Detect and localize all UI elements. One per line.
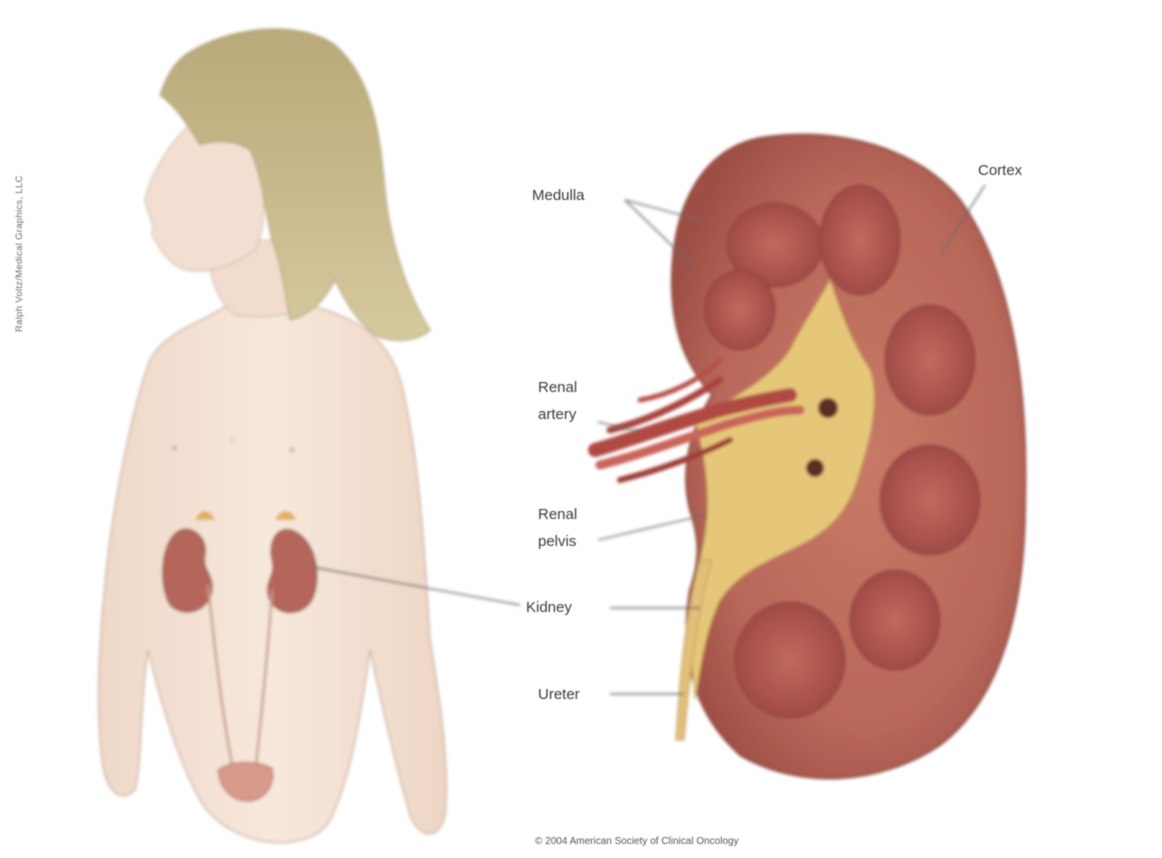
kidney-cross-section <box>595 135 1025 779</box>
label-ureter: Ureter <box>538 685 580 704</box>
label-renal-artery-line1: Renal <box>538 378 577 397</box>
label-renal-pelvis-line2: pelvis <box>538 532 576 551</box>
side-credit: Ralph Voltz/Medical Graphics, LLC <box>14 12 30 332</box>
chest-mark-center <box>230 438 234 442</box>
label-renal-pelvis-line1: Renal <box>538 505 577 524</box>
label-renal-artery-line2: artery <box>538 405 576 424</box>
calyx-1 <box>818 398 838 418</box>
label-kidney: Kidney <box>526 598 572 617</box>
leader-renal-pelvis <box>598 515 705 540</box>
child-figure <box>99 29 447 843</box>
chest-mark-left <box>172 445 178 451</box>
calyx-2 <box>806 459 824 477</box>
copyright-notice: © 2004 American Society of Clinical Onco… <box>535 836 739 847</box>
label-medulla: Medulla <box>532 186 585 205</box>
label-cortex: Cortex <box>978 161 1022 180</box>
chest-mark-right <box>289 447 295 453</box>
